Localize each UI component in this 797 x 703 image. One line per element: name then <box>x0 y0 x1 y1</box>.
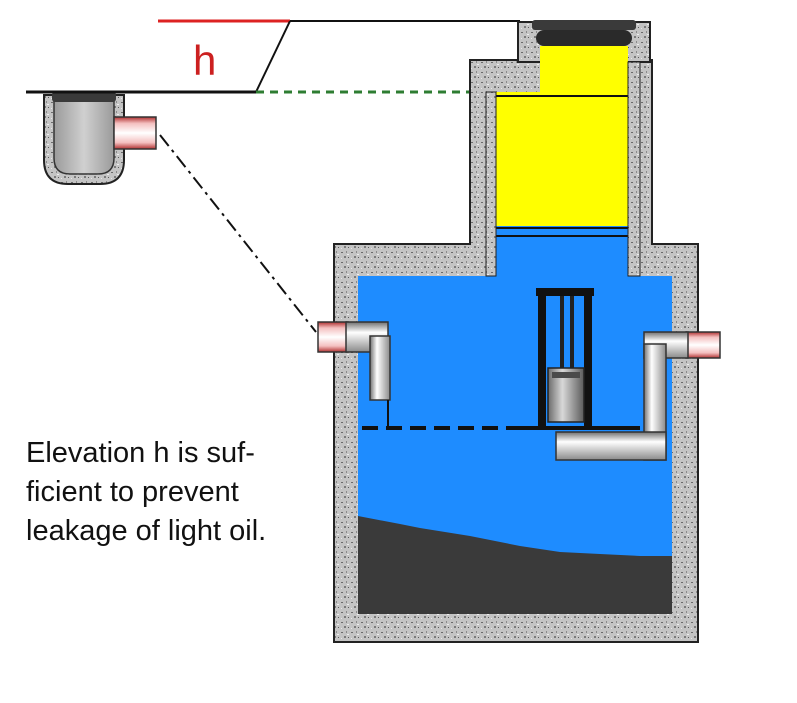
caption-line-3: leakage of light oil. <box>26 515 267 547</box>
gully-outlet-pipe <box>113 116 157 150</box>
caption-line-2: ficient to prevent <box>26 476 239 508</box>
caption-line-1: Elevation h is suf- <box>26 437 255 469</box>
inlet-gully <box>43 92 157 185</box>
manhole-cover-lid <box>536 30 632 46</box>
caption: Elevation h is suf- ficient to prevent l… <box>26 434 326 551</box>
separator-tank <box>333 20 699 643</box>
manhole-cover <box>532 20 636 30</box>
connection-line <box>159 134 317 333</box>
elevation-h-label: h <box>193 37 216 84</box>
water-layer <box>358 226 672 614</box>
gully-grate <box>52 92 116 102</box>
float-closure-device <box>536 288 594 430</box>
slope-line <box>255 20 291 93</box>
sludge-layer <box>358 516 672 614</box>
oil-layer <box>496 92 628 226</box>
inlet-pipe <box>317 321 391 428</box>
oil-layer-upper <box>540 46 628 92</box>
